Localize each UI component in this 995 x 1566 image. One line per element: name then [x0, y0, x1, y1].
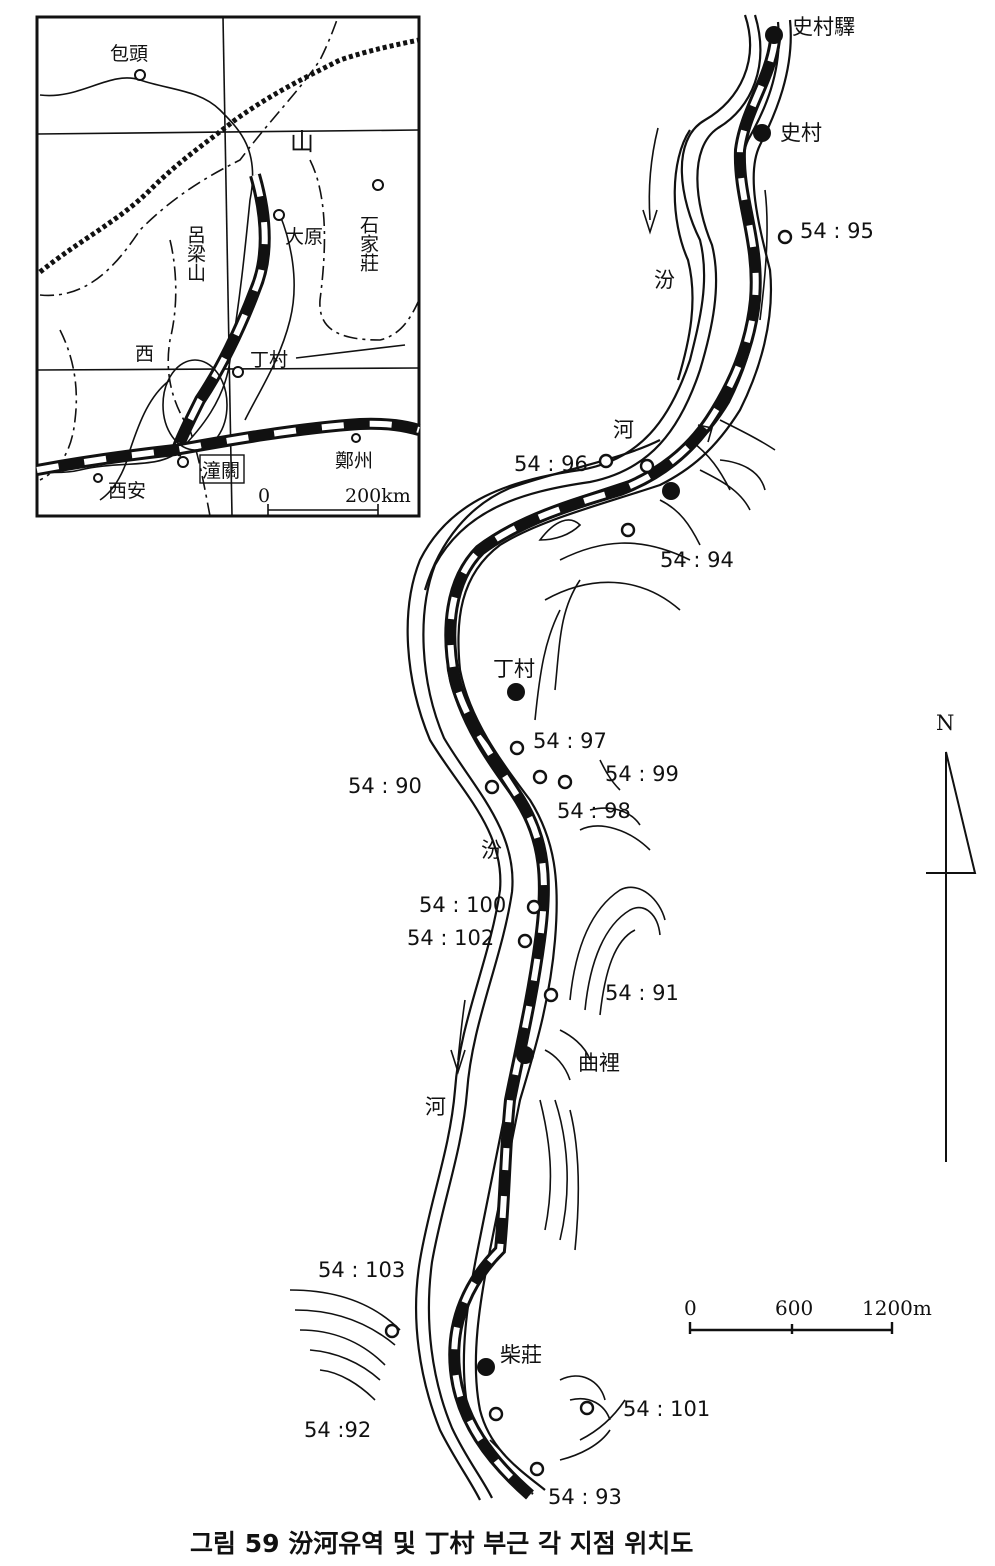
site-marker	[529, 1461, 545, 1477]
village-marker	[477, 1358, 495, 1376]
city-marker	[232, 366, 244, 378]
site-label-101: 54 : 101	[623, 1397, 710, 1421]
inset-scale-200km: 200km	[345, 485, 411, 507]
site-label-102: 54 : 102	[407, 926, 494, 950]
city-label-tongguan: 潼關	[202, 460, 240, 482]
village-marker	[753, 124, 771, 142]
inset-scale-zero: 0	[258, 485, 270, 507]
site-label-90: 54 : 90	[348, 774, 422, 798]
mountain-label-lvliang: 呂梁山	[184, 225, 206, 282]
site-marker	[384, 1323, 400, 1339]
city-marker	[134, 69, 146, 81]
site-marker	[579, 1400, 595, 1416]
site-label-94: 54 : 94	[660, 548, 734, 572]
river-label: 汾	[481, 838, 502, 862]
site-label-95: 54 : 95	[800, 219, 874, 243]
figure-caption: 그림 59 汾河유역 및 丁村 부근 각 지점 위치도	[190, 1529, 693, 1558]
city-label-shijiazhuang: 石家莊	[357, 215, 379, 272]
site-label-97: 54 : 97	[533, 729, 607, 753]
flow-arrow	[489, 1439, 506, 1456]
scale-tick-0: 0	[684, 1296, 697, 1320]
village-label-shicunyi: 史村驛	[792, 15, 855, 39]
sites: 54 : 95 54 : 96 54 : 94 54 : 97 54 : 99 …	[304, 219, 874, 1509]
village-marker	[765, 26, 783, 44]
site-label-99: 54 : 99	[605, 762, 679, 786]
site-marker	[484, 779, 500, 795]
village-label-dingcun: 丁村	[493, 657, 535, 681]
site-marker	[639, 458, 655, 474]
region-label-xi: 西	[135, 343, 154, 365]
city-marker	[93, 473, 103, 483]
scale-bar: 0 600 1200m	[684, 1296, 932, 1334]
great-wall-line	[38, 37, 420, 274]
site-marker	[517, 933, 533, 949]
flow-arrow	[689, 424, 714, 451]
village-label-chaizhuang: 柴莊	[500, 1343, 542, 1367]
site-label-100: 54 : 100	[419, 893, 506, 917]
site-label-93: 54 : 93	[548, 1485, 622, 1509]
site-label-91: 54 : 91	[605, 981, 679, 1005]
flow-arrow	[450, 999, 466, 1075]
site-label-96: 54 : 96	[514, 452, 588, 476]
site-marker	[777, 229, 793, 245]
city-label-xian: 西安	[108, 480, 146, 502]
city-label-dingcun: 丁村	[250, 349, 288, 371]
site-label-98: 54 : 98	[557, 799, 631, 823]
village-marker	[662, 482, 680, 500]
site-marker	[543, 987, 559, 1003]
village-label-shicun: 史村	[780, 121, 822, 145]
city-marker	[177, 456, 189, 468]
site-marker	[526, 899, 542, 915]
railway-line	[444, 39, 781, 1500]
river-label: 河	[613, 418, 634, 442]
villages: 史村驛 史村 丁村 曲裡 柴莊	[477, 15, 855, 1376]
inset-map: 包頭 大原 石家莊 丁村 西安 潼關 鄭州 山 呂梁山 西 0 200km	[35, 15, 421, 518]
city-label-taiyuan: 大原	[285, 226, 323, 248]
city-label-zhengzhou: 鄭州	[335, 450, 373, 472]
river-label: 河	[425, 1095, 446, 1119]
city-marker	[273, 209, 285, 221]
scale-tick-1200: 1200m	[862, 1296, 932, 1320]
site-marker	[557, 774, 573, 790]
city-marker	[351, 433, 361, 443]
site-label-92: 54 :92	[304, 1418, 371, 1442]
city-marker	[372, 179, 384, 191]
site-label-103: 54 : 103	[318, 1258, 405, 1282]
site-marker	[488, 1406, 504, 1422]
village-label-quli: 曲裡	[578, 1051, 620, 1075]
scale-tick-600: 600	[775, 1296, 813, 1320]
village-marker	[507, 683, 525, 701]
city-label-baotou: 包頭	[110, 43, 148, 65]
north-arrow: N	[926, 711, 977, 1162]
village-marker	[516, 1046, 534, 1064]
river-label: 汾	[654, 268, 675, 292]
site-marker	[509, 740, 525, 756]
site-marker	[598, 453, 614, 469]
flow-arrow	[642, 127, 659, 235]
mountain-label-shan: 山	[290, 128, 314, 156]
north-label: N	[936, 711, 954, 735]
site-marker	[620, 522, 636, 538]
site-marker	[532, 769, 548, 785]
flow-arrow	[477, 729, 496, 753]
